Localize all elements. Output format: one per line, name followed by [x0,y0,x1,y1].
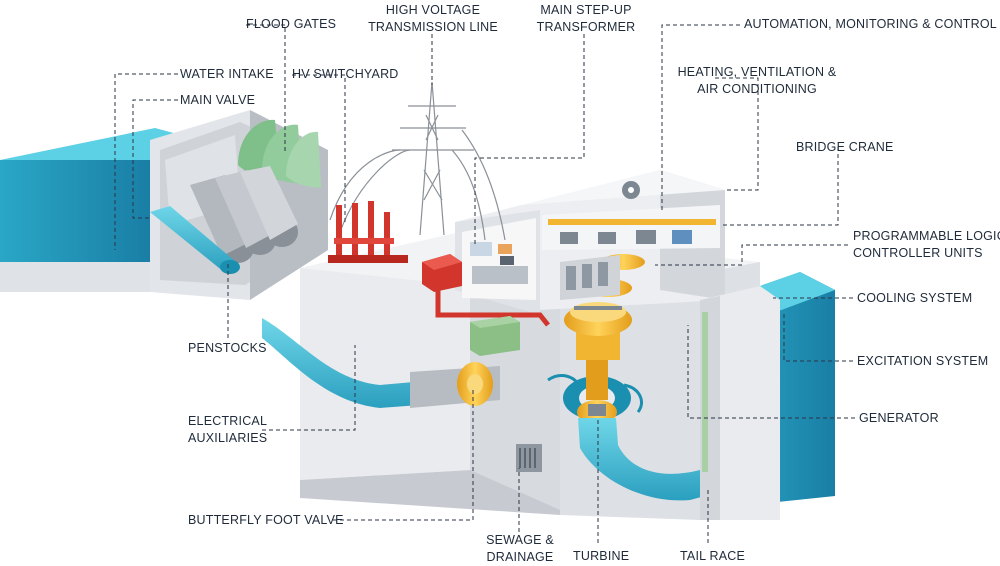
label-sewage-1: SEWAGE & [486,533,554,547]
label-transformer-2: TRANSFORMER [536,20,636,34]
label-elec-aux-2: AUXILIARIES [188,431,268,445]
hv-switchyard [328,201,408,263]
drain-grate [516,444,542,472]
leader-lines [114,24,855,543]
label-automation: AUTOMATION, MONITORING & CONTROL [744,17,997,31]
label-sewage-2: DRAINAGE [486,550,554,564]
label-tail-race: TAIL RACE [680,549,746,563]
step-up-transformer [422,254,550,327]
fan [622,181,640,199]
label-electrical-auxiliaries: ELECTRICAL AUXILIARIES [188,413,267,447]
label-penstocks: PENSTOCKS [188,341,267,355]
label-generator: GENERATOR [859,411,939,425]
downstream-water [700,272,835,520]
label-step-up-transformer: MAIN STEP-UP TRANSFORMER [530,2,642,36]
main-valve-pipe [150,206,240,274]
label-flood-gates: FLOOD GATES [246,17,337,31]
label-hv-line-1: HIGH VOLTAGE [385,3,481,17]
label-hv-line-2: TRANSMISSION LINE [368,20,498,34]
label-hvac-1: HEATING, VENTILATION & [677,65,837,79]
label-plc-2: CONTROLLER UNITS [853,246,983,260]
control-room [462,218,536,300]
generator-shaft [564,302,632,400]
label-plc: PROGRAMMABLE LOGIC CONTROLLER UNITS [853,228,1000,262]
upper-bay [542,205,720,250]
label-transformer-1: MAIN STEP-UP [540,3,632,17]
penstock [262,318,500,408]
label-cooling-system: COOLING SYSTEM [857,291,973,305]
label-butterfly-foot-valve: BUTTERFLY FOOT VALVE [188,513,344,527]
label-plc-1: PROGRAMMABLE LOGIC [853,229,1000,243]
label-main-valve: MAIN VALVE [180,93,256,107]
label-elec-aux-1: ELECTRICAL [188,414,268,428]
label-hvac: HEATING, VENTILATION & AIR CONDITIONING [676,64,838,98]
flood-gates [238,119,321,188]
plc-cabinets [560,255,620,300]
electrical-auxiliaries-box [470,316,520,356]
label-turbine: TURBINE [573,549,630,563]
transmission-tower [329,81,506,241]
label-hvac-2: AIR CONDITIONING [697,82,817,96]
label-excitation-system: EXCITATION SYSTEM [857,354,989,368]
draft-tube-tail-race [578,418,720,501]
label-bridge-crane: BRIDGE CRANE [796,140,894,154]
label-water-intake: WATER INTAKE [180,67,274,81]
intake-tunnels [190,166,298,263]
label-hv-transmission-line: HIGH VOLTAGE TRANSMISSION LINE [368,2,498,36]
label-sewage-drainage: SEWAGE & DRAINAGE [480,532,560,566]
label-hv-switchyard: HV SWITCHYARD [292,67,399,81]
